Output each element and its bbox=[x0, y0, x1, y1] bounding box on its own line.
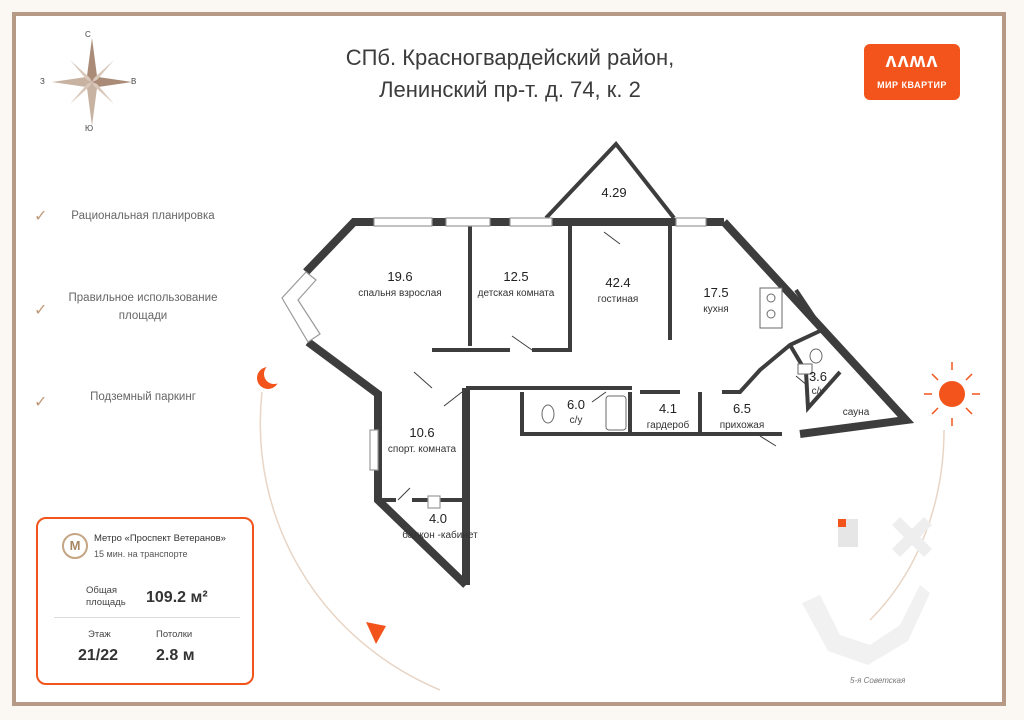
toilet-icon bbox=[541, 404, 555, 424]
door bbox=[511, 335, 533, 351]
door bbox=[397, 487, 411, 501]
door bbox=[795, 375, 809, 387]
wall bbox=[794, 288, 818, 322]
metro-time: 15 мин. на транспорте bbox=[94, 549, 188, 559]
burner bbox=[766, 309, 776, 319]
wall bbox=[544, 140, 676, 220]
check-icon: ✓ bbox=[34, 208, 48, 225]
compass-east-label: В bbox=[131, 77, 137, 86]
wall bbox=[520, 392, 782, 436]
room-wc1-name: с/у bbox=[570, 415, 583, 426]
sun-icon bbox=[924, 362, 980, 426]
feature-item: Рациональная планировка bbox=[71, 210, 215, 222]
logo-text: МИР КВАРТИР bbox=[877, 80, 947, 90]
feature-item: Правильное использование площади bbox=[68, 292, 218, 322]
room-kitchen-area: 17.5 bbox=[703, 285, 728, 300]
room-kitchen-name: кухня bbox=[703, 304, 728, 315]
page-title: СПб. Красногвардейский район, Ленинский … bbox=[240, 42, 780, 106]
floor-value: 21/22 bbox=[78, 647, 119, 664]
wall bbox=[303, 218, 374, 275]
area-label: Общая площадь bbox=[86, 585, 126, 608]
window bbox=[369, 429, 379, 471]
room-balcony-area: 4.29 bbox=[601, 185, 626, 200]
ceiling-value: 2.8 м bbox=[156, 647, 195, 664]
room-wardrobe-area: 4.1 bbox=[659, 401, 677, 416]
door bbox=[603, 231, 621, 245]
ceiling-label: Потолки bbox=[156, 629, 193, 640]
sun-path-arc bbox=[869, 429, 945, 621]
room-wc1-area: 6.0 bbox=[567, 397, 585, 412]
room-sport-area: 10.6 bbox=[409, 425, 434, 440]
compass-north-label: С bbox=[85, 30, 91, 39]
compass-south-label: Ю bbox=[85, 124, 94, 133]
map-street-label: 5-я Советская bbox=[850, 676, 906, 685]
map-marker-icon bbox=[838, 519, 846, 527]
logo-mark: ʌʌʍʌ bbox=[885, 50, 939, 72]
room-kids-name: детская комната bbox=[478, 288, 555, 299]
room-wc2-area: 3.6 bbox=[809, 369, 827, 384]
stove-icon bbox=[759, 287, 783, 329]
door bbox=[759, 435, 777, 447]
window bbox=[373, 217, 433, 227]
room-office-area: 4.0 bbox=[429, 511, 447, 526]
room-wardrobe-name: гардероб bbox=[647, 419, 690, 431]
window bbox=[675, 217, 707, 227]
company-logo: ʌʌʍʌ МИР КВАРТИР bbox=[864, 44, 960, 100]
door bbox=[443, 391, 463, 407]
room-office-name: балкон -кабинет bbox=[402, 529, 478, 541]
door bbox=[591, 391, 607, 403]
room-sauna-name: сауна bbox=[843, 407, 870, 418]
direction-arrow-icon bbox=[366, 622, 386, 644]
room-bedroom-area: 19.6 bbox=[387, 269, 412, 284]
room-hall-area: 6.5 bbox=[733, 401, 751, 416]
window bbox=[281, 271, 321, 343]
wall bbox=[305, 338, 469, 588]
wall bbox=[722, 328, 823, 394]
room-kids-area: 12.5 bbox=[503, 269, 528, 284]
window bbox=[445, 217, 491, 227]
wall bbox=[788, 343, 842, 413]
title-line-1: СПб. Красногвардейский район, bbox=[345, 45, 675, 70]
check-icon: ✓ bbox=[34, 394, 48, 411]
sun-path-arc bbox=[259, 391, 441, 691]
window bbox=[509, 217, 553, 227]
room-bedroom-name: спальня взрослая bbox=[358, 288, 441, 299]
feature-item: Подземный паркинг bbox=[90, 391, 196, 403]
divider bbox=[54, 617, 240, 618]
room-sport-name: спорт. комната bbox=[388, 444, 457, 455]
area-value: 109.2 м² bbox=[146, 589, 208, 606]
door bbox=[413, 371, 433, 389]
room-living-name: гостиная bbox=[598, 294, 639, 305]
burner bbox=[766, 293, 776, 303]
sink-icon bbox=[797, 363, 813, 375]
room-hall-name: прихожая bbox=[720, 420, 765, 431]
map-building bbox=[892, 517, 932, 557]
compass-west-label: З bbox=[40, 77, 45, 86]
metro-icon: M bbox=[62, 533, 88, 559]
location-map bbox=[802, 517, 932, 665]
wall bbox=[721, 219, 915, 438]
compass-rose: С Ю З В bbox=[40, 30, 150, 134]
room-living-area: 42.4 bbox=[605, 275, 630, 290]
bathtub-icon bbox=[605, 395, 627, 431]
moon-icon bbox=[257, 364, 284, 389]
room-wc2-name: с/у bbox=[812, 386, 825, 397]
metro-name: Метро «Проспект Ветеранов» bbox=[94, 533, 226, 544]
floor-label: Этаж bbox=[88, 629, 111, 640]
window bbox=[427, 495, 441, 509]
toilet-icon bbox=[809, 348, 823, 364]
check-icon: ✓ bbox=[34, 302, 48, 319]
title-line-2: Ленинский пр-т. д. 74, к. 2 bbox=[379, 77, 641, 102]
map-building bbox=[802, 585, 930, 665]
compass-star-icon bbox=[52, 38, 132, 126]
info-card: M Метро «Проспект Ветеранов» 15 мин. на … bbox=[36, 517, 254, 685]
